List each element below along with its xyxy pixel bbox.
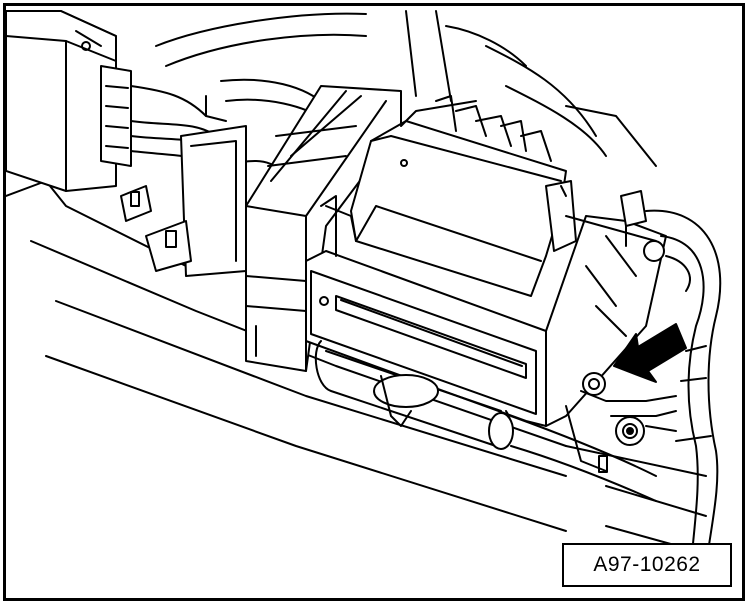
connector-housing <box>245 85 402 372</box>
technical-drawing <box>6 10 722 567</box>
relay-cover <box>350 95 577 297</box>
cylinder-component <box>314 340 657 502</box>
mounting-bracket <box>120 125 247 277</box>
arrow-icon <box>613 323 687 383</box>
control-unit-top-left <box>6 10 132 192</box>
hose-right <box>643 209 722 567</box>
figure-frame: A97-10262 <box>3 3 745 601</box>
electronic-module <box>305 190 667 427</box>
ground-bolts <box>565 372 677 473</box>
figure-reference-code: A97-10262 <box>562 543 732 587</box>
background-trim <box>155 10 657 167</box>
